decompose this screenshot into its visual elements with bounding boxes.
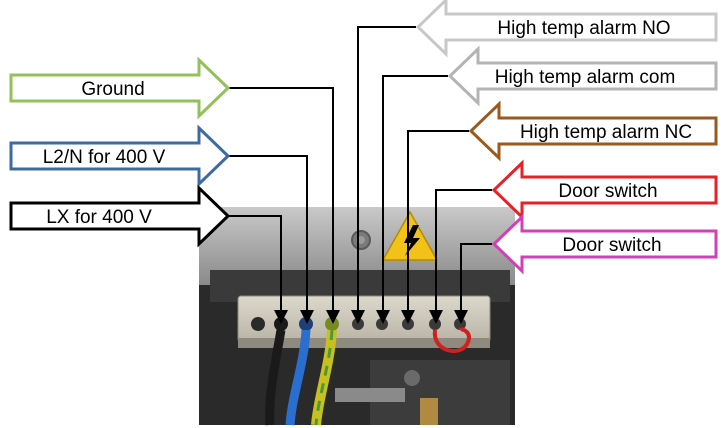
arrowhead-alarm-no xyxy=(351,310,365,324)
wire-red-loop xyxy=(432,327,471,353)
leader-line-lx xyxy=(229,215,282,312)
label-arrow-alarm-nc: High temp alarm NC xyxy=(468,100,718,162)
wire-black xyxy=(265,329,286,426)
arrow-shape xyxy=(447,45,718,107)
leader-lines xyxy=(229,26,492,312)
label-arrow-alarm-com: High temp alarm com xyxy=(447,45,718,107)
leader-arrowheads xyxy=(274,310,468,324)
terminal-strip-lower xyxy=(238,338,490,348)
label-ground: Ground xyxy=(81,79,144,100)
leader-line-door1 xyxy=(435,189,492,312)
arrow-shape xyxy=(9,56,231,120)
label-arrow-door2: Door switch xyxy=(491,213,718,275)
label-l2n: L2/N for 400 V xyxy=(43,147,166,168)
arrowhead-door2 xyxy=(454,310,468,324)
arrowhead-alarm-nc xyxy=(401,310,415,324)
leader-line-l2n xyxy=(229,155,308,312)
label-door2: Door switch xyxy=(562,235,661,256)
arrowhead-l2n xyxy=(300,310,314,324)
label-arrow-lx: LX for 400 V xyxy=(9,184,231,248)
lower-terminal xyxy=(420,398,438,425)
terminal-hole xyxy=(429,318,441,330)
wire-yellow-green xyxy=(311,329,337,426)
leader-line-alarm-nc xyxy=(407,130,469,312)
arrowhead-door1 xyxy=(429,310,443,324)
terminal-hole xyxy=(251,317,265,331)
arrowhead-ground xyxy=(326,310,340,324)
label-arrow-alarm-no: High temp alarm NO xyxy=(415,0,718,58)
arrow-shape xyxy=(9,184,231,248)
label-arrow-ground: Ground xyxy=(9,56,231,120)
terminal-hole xyxy=(376,318,388,330)
lower-screw xyxy=(404,370,420,386)
label-alarm-nc: High temp alarm NC xyxy=(520,122,692,143)
leader-line-door2 xyxy=(460,243,492,312)
leader-line-alarm-com xyxy=(382,75,448,312)
wire-blue xyxy=(285,329,311,426)
arrow-shape xyxy=(415,0,718,58)
high-voltage-warning-icon xyxy=(381,210,439,261)
label-alarm-no: High temp alarm NO xyxy=(497,18,670,39)
label-door1: Door switch xyxy=(558,181,657,202)
arrow-shape xyxy=(468,100,718,162)
arrowhead-alarm-com xyxy=(376,310,390,324)
leader-line-alarm-no xyxy=(357,26,416,312)
terminal-hole xyxy=(299,317,313,331)
terminal-hole xyxy=(454,318,466,330)
arrow-shape xyxy=(9,124,231,188)
arrow-shape xyxy=(491,213,718,275)
label-lx: LX for 400 V xyxy=(46,207,152,228)
leader-line-ground xyxy=(229,87,334,312)
arrow-shape xyxy=(491,159,718,221)
lower-label xyxy=(335,388,405,402)
arrowhead-lx xyxy=(274,310,288,324)
terminal-hole xyxy=(325,317,339,331)
label-arrow-l2n: L2/N for 400 V xyxy=(9,124,231,188)
label-arrow-door1: Door switch xyxy=(491,159,718,221)
label-alarm-com: High temp alarm com xyxy=(495,67,676,88)
